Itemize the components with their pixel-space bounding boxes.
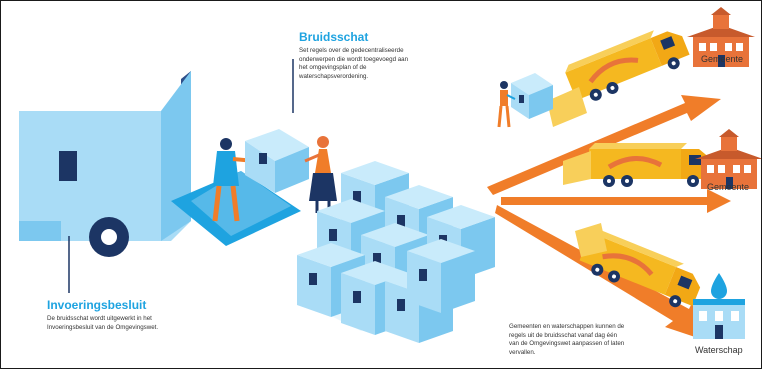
loading-ramp-top bbox=[547, 87, 587, 127]
invoeringsbesluit-description: De bruidsschat wordt uitgewerkt in het I… bbox=[47, 315, 159, 331]
person-receiving-box bbox=[304, 136, 337, 213]
town-hall-icon bbox=[695, 129, 761, 189]
destination-label-gemeente-1: Gemeente bbox=[701, 54, 744, 64]
destination-label-gemeente-2: Gemeente bbox=[707, 182, 750, 192]
water-board-icon bbox=[693, 273, 745, 339]
loading-ramp-middle bbox=[563, 151, 591, 185]
yellow-truck-top bbox=[563, 21, 693, 107]
loading-ramp-bottom bbox=[575, 223, 607, 257]
yellow-truck-middle bbox=[589, 143, 711, 187]
box-pyramid bbox=[297, 161, 495, 343]
bruidsschat-description: Set regels over de gedecentraliseerde on… bbox=[299, 47, 409, 80]
handed-box bbox=[245, 129, 309, 193]
invoeringsbesluit-title: Invoeringsbesluit bbox=[47, 298, 147, 312]
gemeenten-waterschappen-description: Gemeenten en waterschappen kunnen de reg… bbox=[509, 323, 625, 356]
arrow-to-gemeente-2 bbox=[501, 189, 731, 213]
bruidsschat-title: Bruidsschat bbox=[299, 30, 369, 44]
destination-label-waterschap: Waterschap bbox=[695, 345, 743, 355]
worker-with-box bbox=[497, 73, 553, 128]
